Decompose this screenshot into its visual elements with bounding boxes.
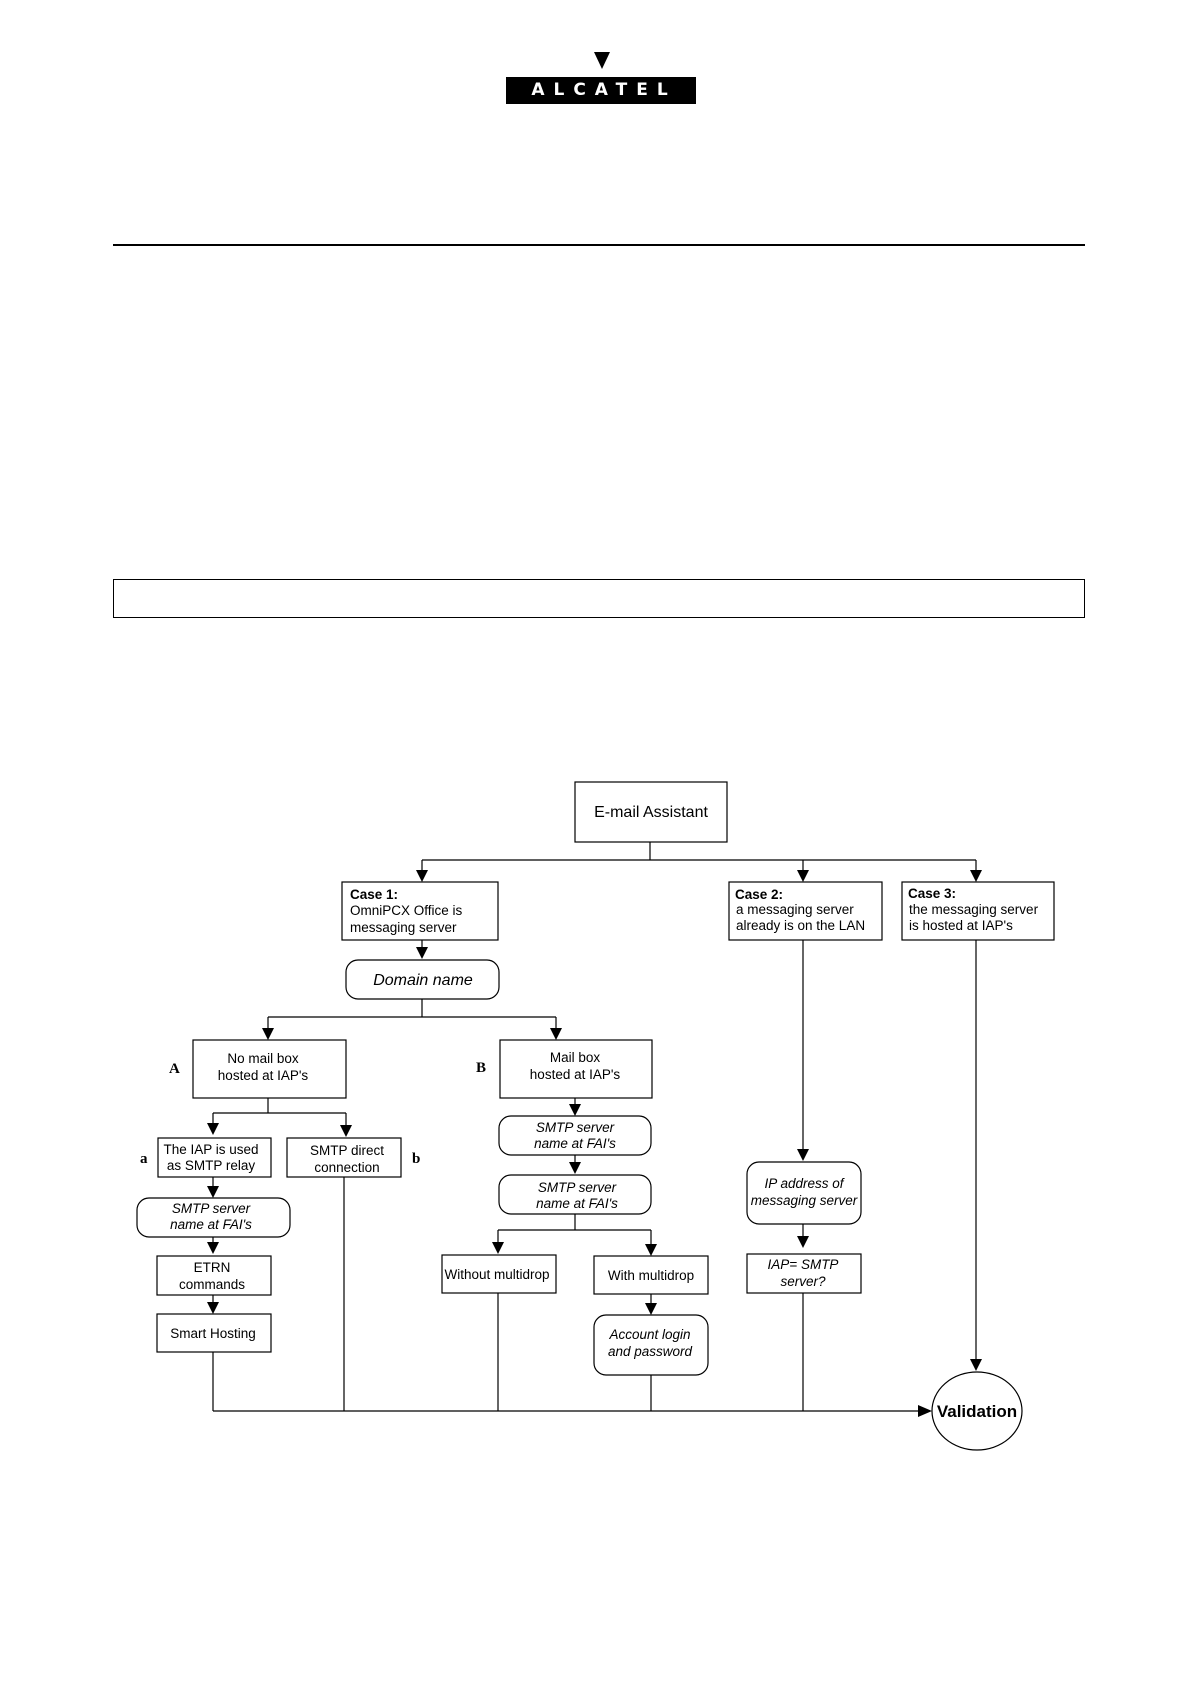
node-case-3: Case 3: the messaging server is hosted a… [901, 881, 1055, 941]
svg-text:With multidrop: With multidrop [608, 1268, 694, 1283]
svg-text:the messaging server: the messaging server [909, 902, 1039, 917]
svg-text:messaging server: messaging server [751, 1193, 858, 1208]
empty-frame-box [113, 579, 1085, 618]
alcatel-logo: ALCATEL [506, 52, 696, 104]
node-account-login: Account login and password [593, 1314, 709, 1376]
svg-text:ETRN: ETRN [194, 1260, 231, 1275]
svg-text:IAP= SMTP: IAP= SMTP [768, 1257, 839, 1272]
svg-text:is hosted at IAP's: is hosted at IAP's [909, 918, 1013, 933]
svg-text:commands: commands [179, 1277, 245, 1292]
svg-text:A: A [169, 1061, 180, 1077]
svg-text:name at FAI's: name at FAI's [534, 1136, 616, 1151]
svg-text:a: a [140, 1151, 148, 1167]
svg-text:hosted at IAP's: hosted at IAP's [530, 1067, 621, 1082]
node-smtp-server-b1: SMTP server name at FAI's [498, 1115, 652, 1156]
svg-text:name at FAI's: name at FAI's [170, 1217, 252, 1232]
node-branch-b: B Mail box hosted at IAP's [476, 1039, 653, 1099]
svg-text:name at FAI's: name at FAI's [536, 1196, 618, 1211]
logo-triangle-icon [594, 52, 610, 69]
node-ip-address: IP address of messaging server [746, 1161, 862, 1225]
node-smart-hosting: Smart Hosting [156, 1313, 272, 1353]
svg-text:Smart Hosting: Smart Hosting [170, 1326, 256, 1341]
node-sub-a-relay: a The IAP is used as SMTP relay [140, 1137, 272, 1178]
node-domain-name: Domain name [345, 959, 500, 1000]
svg-text:The IAP is used: The IAP is used [163, 1142, 258, 1157]
svg-text:a messaging server: a messaging server [736, 902, 854, 917]
node-sub-b-direct: SMTP direct connection b [286, 1137, 420, 1178]
node-branch-a: A No mail box hosted at IAP's [169, 1039, 347, 1099]
node-case-2: Case 2: a messaging server already is on… [728, 881, 883, 941]
node-smtp-server-b2: SMTP server name at FAI's [498, 1174, 652, 1215]
node-case-1: Case 1: OmniPCX Office is messaging serv… [341, 881, 499, 941]
svg-text:No mail box: No mail box [227, 1051, 299, 1066]
svg-text:Without multidrop: Without multidrop [444, 1267, 549, 1282]
svg-text:B: B [476, 1060, 486, 1076]
connectors [212, 842, 977, 1412]
svg-text:IP address of: IP address of [764, 1176, 844, 1191]
svg-text:Case 2:: Case 2: [735, 887, 783, 902]
svg-text:messaging server: messaging server [350, 920, 457, 935]
arrowheads [207, 870, 982, 1417]
node-smtp-server-a: SMTP server name at FAI's [136, 1197, 291, 1238]
svg-text:connection: connection [314, 1160, 379, 1175]
svg-text:as SMTP relay: as SMTP relay [167, 1158, 256, 1173]
svg-text:already is on the LAN: already is on the LAN [736, 918, 865, 933]
node-without-multidrop: Without multidrop [441, 1254, 557, 1294]
svg-text:server?: server? [780, 1274, 826, 1289]
node-email-assistant: E-mail Assistant [574, 781, 728, 843]
svg-text:OmniPCX Office is: OmniPCX Office is [350, 903, 463, 918]
node-validation: Validation [931, 1371, 1023, 1451]
svg-text:Case 1:: Case 1: [350, 887, 398, 902]
svg-text:Mail box: Mail box [550, 1050, 601, 1065]
node-iap-smtp-server: IAP= SMTP server? [746, 1253, 862, 1294]
svg-text:Case 3:: Case 3: [908, 886, 956, 901]
svg-text:and password: and password [608, 1344, 693, 1359]
svg-text:Validation: Validation [937, 1402, 1017, 1421]
svg-text:SMTP server: SMTP server [538, 1180, 617, 1195]
logo-wordmark: ALCATEL [506, 77, 696, 104]
node-with-multidrop: With multidrop [593, 1255, 709, 1295]
svg-text:SMTP server: SMTP server [172, 1201, 251, 1216]
svg-text:hosted at IAP's: hosted at IAP's [218, 1068, 309, 1083]
svg-text:b: b [412, 1151, 420, 1167]
svg-text:E-mail Assistant: E-mail Assistant [594, 804, 708, 821]
svg-text:SMTP server: SMTP server [536, 1120, 615, 1135]
svg-text:Domain name: Domain name [373, 972, 473, 989]
svg-text:SMTP direct: SMTP direct [310, 1143, 384, 1158]
node-etrn-commands: ETRN commands [156, 1255, 272, 1296]
header-rule [113, 244, 1085, 246]
svg-text:Account login: Account login [608, 1327, 690, 1342]
